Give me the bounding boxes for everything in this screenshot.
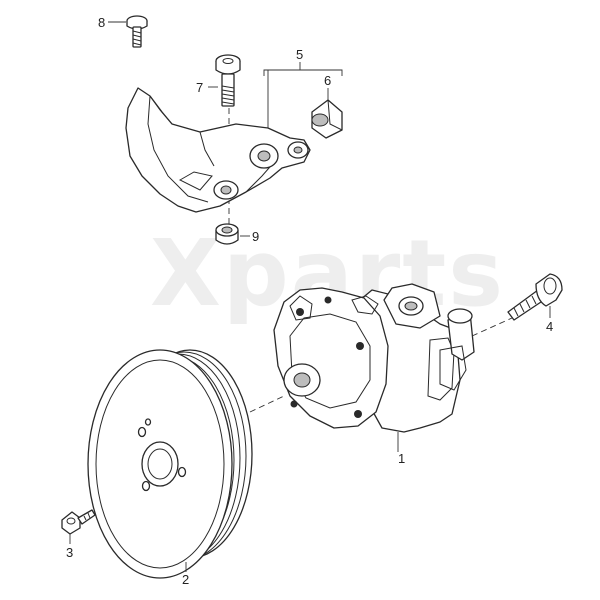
pulley-part-2[interactable] [87,349,253,579]
axis-line-pulley [249,395,285,413]
bolt-part-7[interactable] [215,54,241,107]
callout-6: 6 [324,73,331,88]
sleeve-part-6[interactable] [311,99,343,139]
callout-9: 9 [252,229,259,244]
bushing-part-9[interactable] [215,223,239,245]
callout-8: 8 [98,15,105,30]
screw-part-3[interactable] [61,509,96,535]
bracket-part-5[interactable] [125,87,311,213]
axis-line-bolt-4 [471,317,513,337]
callout-4: 4 [546,319,553,334]
callout-2: 2 [182,572,189,587]
steering-pump-part-1[interactable] [273,283,475,433]
bracket-leader-5 [263,62,343,128]
callout-5: 5 [296,47,303,62]
callout-7: 7 [196,80,203,95]
callout-1: 1 [398,451,405,466]
screw-part-8[interactable] [126,15,148,48]
callout-3: 3 [66,545,73,560]
bolt-part-4[interactable] [507,273,563,321]
